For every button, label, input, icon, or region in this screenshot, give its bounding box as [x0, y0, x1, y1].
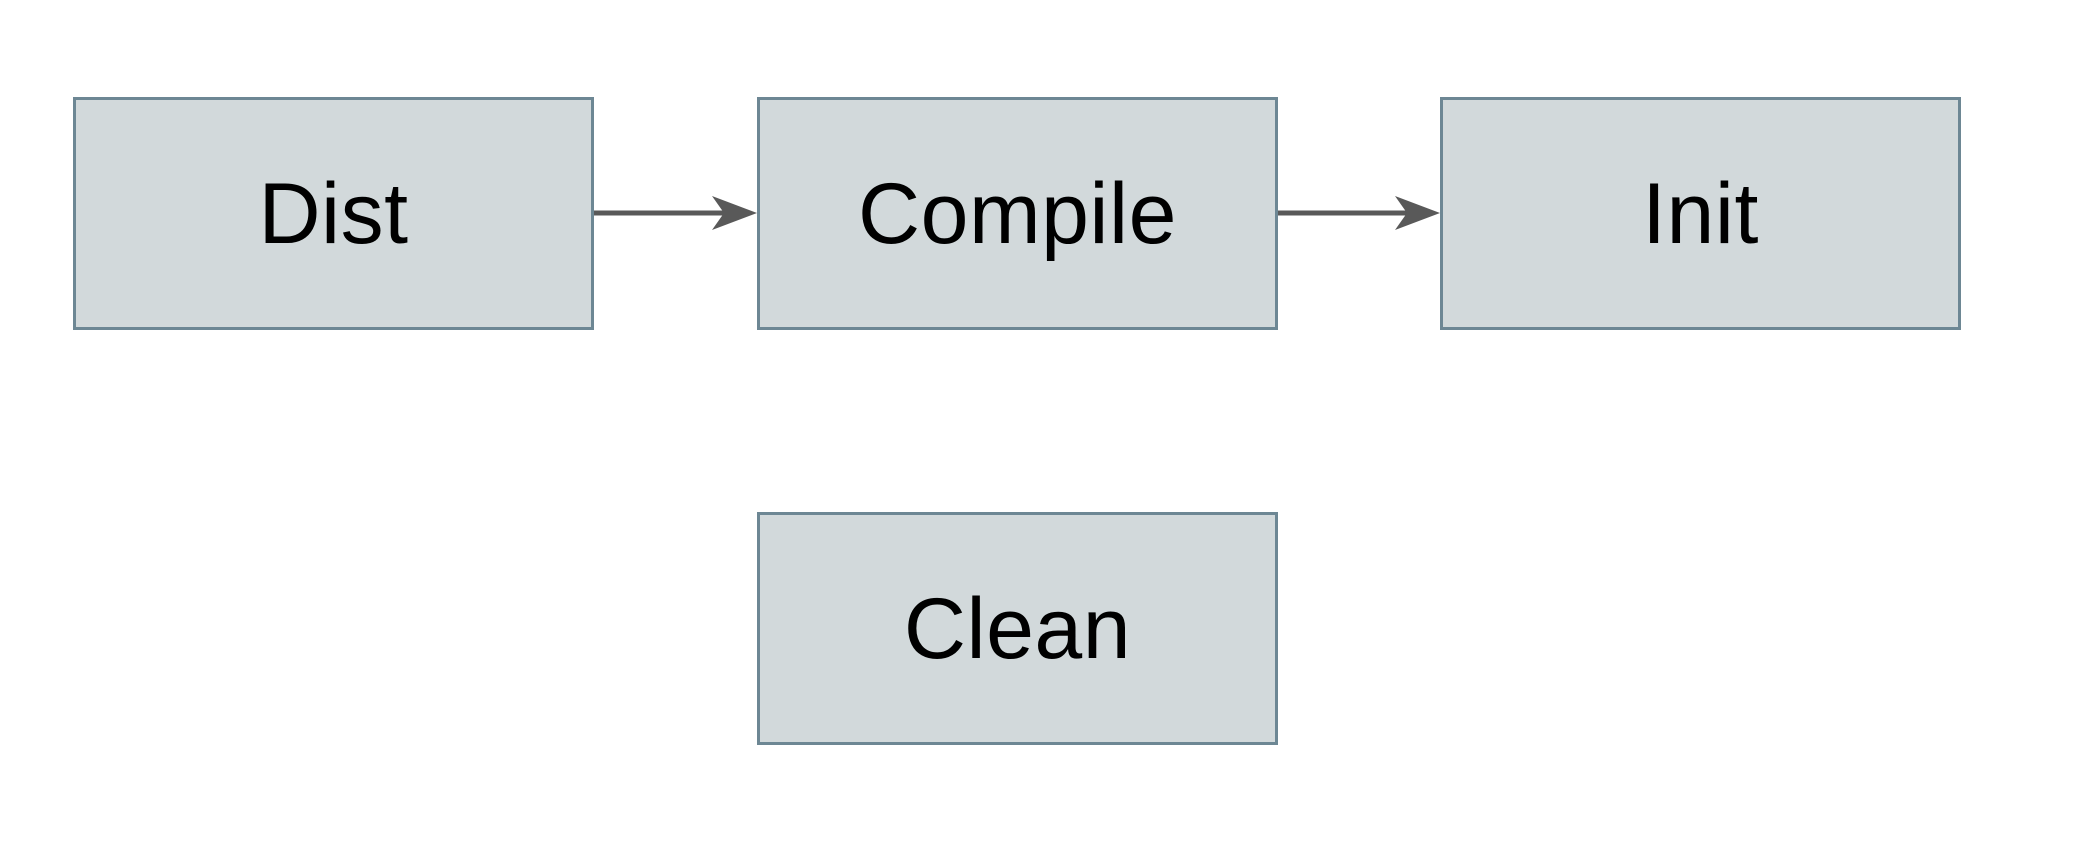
node-label: Init — [1642, 165, 1759, 262]
arrowhead-icon — [1395, 196, 1440, 230]
arrow-compile-to-init — [1278, 196, 1440, 230]
arrowhead-icon — [712, 196, 757, 230]
arrow-dist-to-compile — [594, 196, 757, 230]
node-label: Clean — [903, 580, 1132, 677]
node-clean: Clean — [757, 512, 1278, 745]
node-label: Compile — [858, 165, 1177, 262]
node-init: Init — [1440, 97, 1961, 330]
node-label: Dist — [258, 165, 409, 262]
node-dist: Dist — [73, 97, 594, 330]
node-compile: Compile — [757, 97, 1278, 330]
